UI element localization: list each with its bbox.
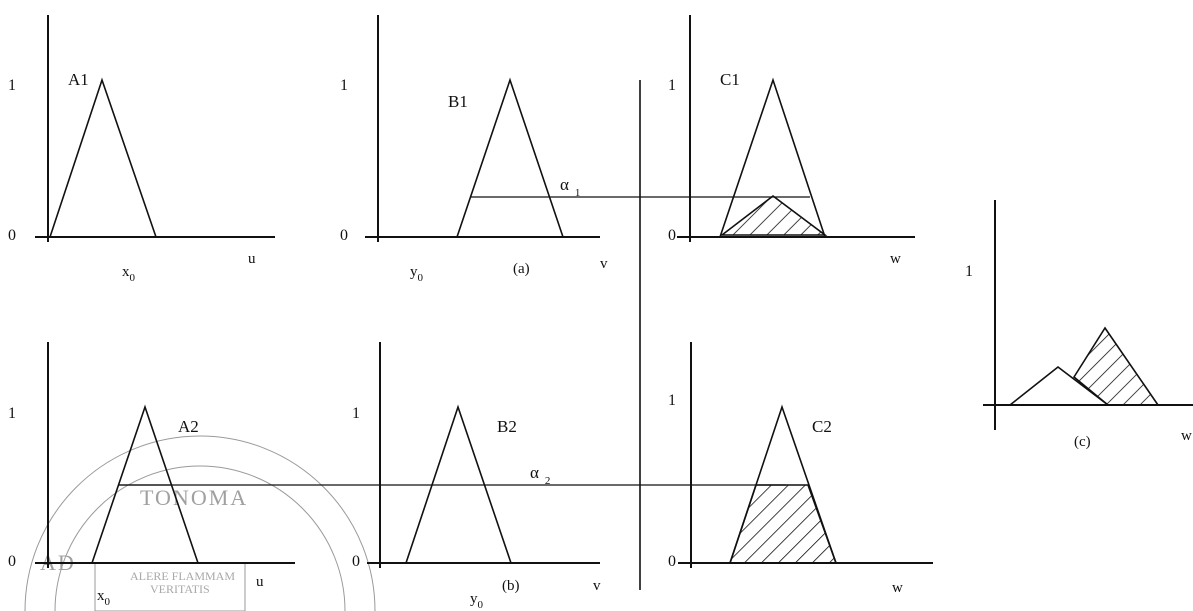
b1-label: B1 (448, 92, 468, 111)
a2-zero-label: 0 (8, 553, 16, 570)
watermark-top-text: TONOMA (140, 485, 248, 510)
clipped-output-c2 (728, 484, 838, 564)
c1-axis-label: w (890, 251, 901, 267)
panel-b2: 1 0 B2 y0 (b) v (352, 342, 601, 611)
watermark-motto2: VERITATIS (150, 582, 210, 596)
result-axis-label: w (1181, 428, 1192, 444)
b2-one-label: 1 (352, 405, 360, 422)
result-one-label: 1 (965, 263, 973, 280)
membership-c1 (719, 77, 826, 238)
b1-zero-label: 0 (340, 227, 348, 244)
result-small-triangle (1009, 365, 1109, 406)
panel-b1: 1 0 B1 y0 (a) v (340, 15, 608, 284)
row1-caption: (a) (513, 261, 530, 277)
a2-one-label: 1 (8, 405, 16, 422)
row2-caption: (b) (502, 578, 520, 594)
result-caption: (c) (1074, 434, 1091, 450)
a1-label: A1 (68, 70, 89, 89)
membership-a2 (91, 404, 199, 564)
panel-c1: 1 0 C1 w (668, 15, 915, 267)
b2-axis-label: v (593, 578, 601, 594)
panel-c2: 1 0 C2 w (668, 342, 933, 596)
membership-a1 (49, 77, 157, 238)
b2-label: B2 (497, 417, 517, 436)
watermark-seal: TONOMA AD ALERE FLAMMAM VERITATIS (24, 435, 376, 611)
c2-label: C2 (812, 417, 832, 436)
b1-one-label: 1 (340, 77, 348, 94)
b1-axis-label: v (600, 256, 608, 272)
a1-point-label: x0 (122, 264, 136, 284)
b1-point-label: y0 (410, 264, 424, 284)
c1-zero-label: 0 (668, 227, 676, 244)
a1-axis-label: u (248, 251, 256, 267)
c2-zero-label: 0 (668, 553, 676, 570)
membership-b1 (456, 77, 564, 238)
c2-one-label: 1 (668, 392, 676, 409)
panel-a1: 1 0 A1 x0 u (8, 15, 275, 284)
membership-b2 (405, 404, 512, 564)
c1-label: C1 (720, 70, 740, 89)
a1-one-label: 1 (8, 77, 16, 94)
c1-one-label: 1 (668, 77, 676, 94)
clipped-output-c1 (719, 194, 828, 236)
c2-axis-label: w (892, 580, 903, 596)
a2-point-label: x0 (97, 588, 111, 608)
watermark-motto: ALERE FLAMMAM (130, 569, 235, 583)
panel-result: 1 (c) w (965, 200, 1193, 450)
result-aggregated-shape (1072, 326, 1160, 406)
a1-zero-label: 0 (8, 227, 16, 244)
b2-point-label: y0 (470, 591, 484, 611)
a2-label: A2 (178, 417, 199, 436)
a2-axis-label: u (256, 574, 264, 590)
b2-zero-label: 0 (352, 553, 360, 570)
